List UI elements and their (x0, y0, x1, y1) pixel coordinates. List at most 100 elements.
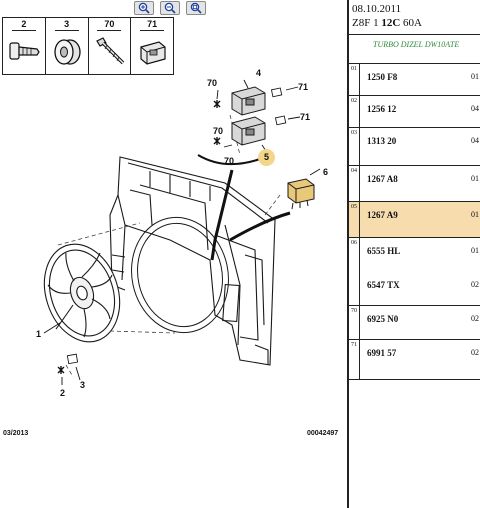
list-item[interactable]: 01 1250 F8 01 (349, 64, 480, 96)
footer-doc-id: 00042497 (307, 430, 339, 437)
model-prefix: Z8F 1 (352, 17, 379, 29)
part-quantity: 02 (471, 280, 479, 289)
row-index: 04 (351, 168, 357, 174)
part-quantity: 01 (471, 210, 479, 219)
part-reference: 1250 F8 (367, 72, 398, 82)
model-code: Z8F 1 12C 60A (352, 16, 480, 30)
callout-3[interactable]: 3 (80, 380, 86, 390)
column-divider (359, 202, 360, 237)
row-index: 70 (351, 308, 357, 314)
part-quantity: 01 (471, 174, 479, 183)
nut-71-a (270, 87, 283, 98)
part-number: 71 (131, 19, 173, 31)
screw-icon (95, 37, 124, 65)
callout-6[interactable]: 6 (323, 167, 329, 177)
model-suffix: 60A (403, 17, 422, 29)
diagram-panel: 2 3 70 (0, 0, 347, 508)
part-cell-3[interactable]: 3 (44, 17, 89, 75)
magnifier-fit-icon (190, 2, 202, 14)
column-divider (359, 128, 360, 165)
part-number: 70 (89, 19, 131, 31)
list-item[interactable]: 02 1256 12 04 (349, 96, 480, 128)
part-quantity: 02 (471, 348, 479, 357)
column-divider (359, 306, 360, 339)
nut-clip-icon (140, 41, 166, 65)
zoom-toolbar (134, 0, 220, 15)
magnifier-plus-icon (138, 2, 150, 14)
part-quantity: 04 (471, 104, 479, 113)
row-index: 03 (351, 130, 357, 136)
column-divider (359, 340, 360, 379)
part-number: 3 (46, 19, 88, 31)
part-reference: 6555 HL (367, 246, 401, 256)
column-divider (359, 96, 360, 127)
exploded-diagram (43, 79, 321, 385)
callout-2[interactable]: 2 (60, 388, 66, 398)
part-quantity: 01 (471, 72, 479, 81)
zoom-out-button[interactable] (160, 0, 180, 15)
part-cell-2[interactable]: 2 (2, 17, 46, 75)
callout-70-mid[interactable]: 70 (213, 126, 224, 136)
row-index: 01 (351, 66, 357, 72)
list-item[interactable]: 03 1313 20 04 (349, 128, 480, 166)
footer-date: 03/2013 (3, 430, 29, 437)
clip-icon (9, 42, 40, 60)
engine-subheader: TURBO DIZEL DW10ATE (349, 34, 480, 64)
part-reference: 1267 A8 (367, 174, 398, 184)
column-divider (359, 238, 360, 305)
nut-71-b (274, 115, 287, 126)
parts-list-panel: 08.10.2011 Z8F 1 12C 60A TURBO DIZEL DW1… (349, 0, 480, 508)
part-reference: 6547 TX (367, 280, 400, 290)
list-item[interactable]: 05 1267 A9 01 (349, 202, 480, 238)
parts-reference-row: 2 3 70 (2, 17, 177, 75)
model-bold: 12C (381, 17, 401, 29)
grommet-icon (54, 39, 81, 65)
list-item[interactable]: 71 6991 57 02 (349, 340, 480, 380)
zoom-fit-button[interactable] (186, 0, 206, 15)
part-quantity: 04 (471, 136, 479, 145)
relay-block-4 (231, 86, 266, 116)
row-index: 71 (351, 342, 357, 348)
fan-shroud (131, 216, 229, 334)
panel-divider (347, 0, 349, 508)
row-index: 06 (351, 240, 357, 246)
part-number: 2 (3, 19, 45, 31)
list-item[interactable]: 06 6555 HL 6547 TX 01 02 (349, 238, 480, 306)
callout-71-mid[interactable]: 71 (300, 112, 311, 122)
parts-list: 01 1250 F8 01 02 1256 12 04 03 1313 20 04 04 1267 … (349, 64, 480, 380)
column-divider (359, 64, 360, 95)
assembly-lines (57, 114, 281, 376)
radiator-frame (109, 156, 276, 366)
row-index: 05 (351, 204, 357, 210)
relay-6 (287, 178, 315, 210)
relay-block-5 (231, 116, 266, 146)
part-cell-70[interactable]: 70 (87, 17, 132, 75)
engine-label: TURBO DIZEL DW10ATE (373, 40, 460, 49)
part-quantity: 02 (471, 314, 479, 323)
leader-lines (43, 79, 321, 385)
callout-5[interactable]: 5 (258, 149, 275, 166)
indicator-lines (197, 154, 291, 261)
magnifier-minus-icon (164, 2, 176, 14)
callout-71-top[interactable]: 71 (298, 82, 309, 92)
callout-70-top[interactable]: 70 (207, 78, 218, 88)
part-reference: 1313 20 (367, 136, 397, 146)
part-cell-71[interactable]: 71 (130, 17, 174, 75)
list-date: 08.10.2011 (352, 3, 402, 15)
list-header: 08.10.2011 Z8F 1 12C 60A (349, 0, 480, 34)
screw-markers (57, 100, 221, 374)
zoom-in-button[interactable] (134, 0, 154, 15)
callout-4[interactable]: 4 (256, 68, 262, 78)
bracket-3 (66, 353, 79, 365)
column-divider (359, 166, 360, 201)
callout-1[interactable]: 1 (36, 329, 42, 339)
part-quantity: 01 (471, 246, 479, 255)
list-item[interactable]: 04 1267 A8 01 (349, 166, 480, 202)
part-reference: 6991 57 (367, 348, 397, 358)
fan-assembly (43, 243, 121, 343)
row-index: 02 (351, 98, 357, 104)
part-reference: 1256 12 (367, 104, 397, 114)
part-reference: 1267 A9 (367, 210, 398, 220)
callout-70-low[interactable]: 70 (224, 156, 235, 166)
